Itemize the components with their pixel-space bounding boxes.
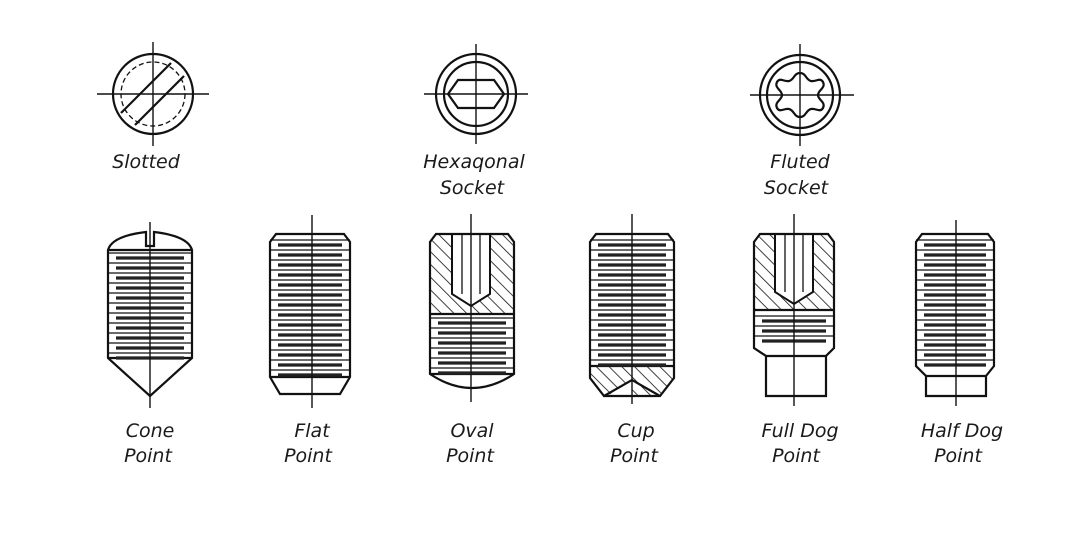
- fluted-socket-head-view: Fluted Socket: [750, 44, 854, 199]
- label-point: Point: [446, 445, 495, 467]
- cone-point-view: Cone Point: [106, 222, 194, 467]
- label-half-dog: Half Dog: [921, 420, 1003, 442]
- hex-socket-icon: [446, 78, 506, 110]
- label-fluted: Fluted: [770, 151, 830, 173]
- hexagonal-socket-head-view: Hexaqonal Socket: [423, 44, 528, 199]
- screw-outline: [268, 232, 352, 396]
- inner-circle: [765, 60, 835, 130]
- screw-outline: [752, 232, 836, 398]
- label-hexagonal: Hexaqonal: [423, 151, 525, 173]
- label-oval: Oval: [450, 420, 494, 442]
- label-socket: Socket: [440, 177, 506, 199]
- thread-root-circle: [120, 61, 186, 127]
- thread-lines: [916, 239, 994, 367]
- fluted-socket-icon: [775, 71, 825, 119]
- label-cone: Cone: [126, 420, 175, 442]
- outer-circle: [111, 52, 195, 136]
- label-point: Point: [934, 445, 983, 467]
- label-point: Point: [284, 445, 333, 467]
- cup-point-view: Cup Point: [588, 214, 676, 467]
- slot-edge: [120, 62, 172, 114]
- inner-circle: [442, 60, 510, 128]
- label-slotted: Slotted: [112, 151, 181, 173]
- label-point: Point: [124, 445, 173, 467]
- flat-point-view: Flat Point: [268, 215, 352, 467]
- outer-circle: [758, 53, 842, 137]
- label-flat: Flat: [294, 420, 331, 442]
- slot-edge: [134, 75, 185, 126]
- label-full-dog: Full Dog: [761, 420, 838, 442]
- label-point: Point: [772, 445, 821, 467]
- label-point: Point: [610, 445, 659, 467]
- oval-point-view: Oval Point: [428, 214, 516, 467]
- thread-lines: [270, 239, 350, 377]
- label-socket: Socket: [764, 177, 830, 199]
- half-dog-point-view: Half Dog Point: [914, 220, 1003, 467]
- screw-outline: [914, 232, 996, 398]
- label-cup: Cup: [617, 420, 654, 442]
- full-dog-point-view: Full Dog Point: [752, 214, 839, 467]
- thread-lines: [430, 317, 514, 375]
- outer-circle: [434, 52, 518, 136]
- slotted-head-view: Slotted: [97, 42, 209, 173]
